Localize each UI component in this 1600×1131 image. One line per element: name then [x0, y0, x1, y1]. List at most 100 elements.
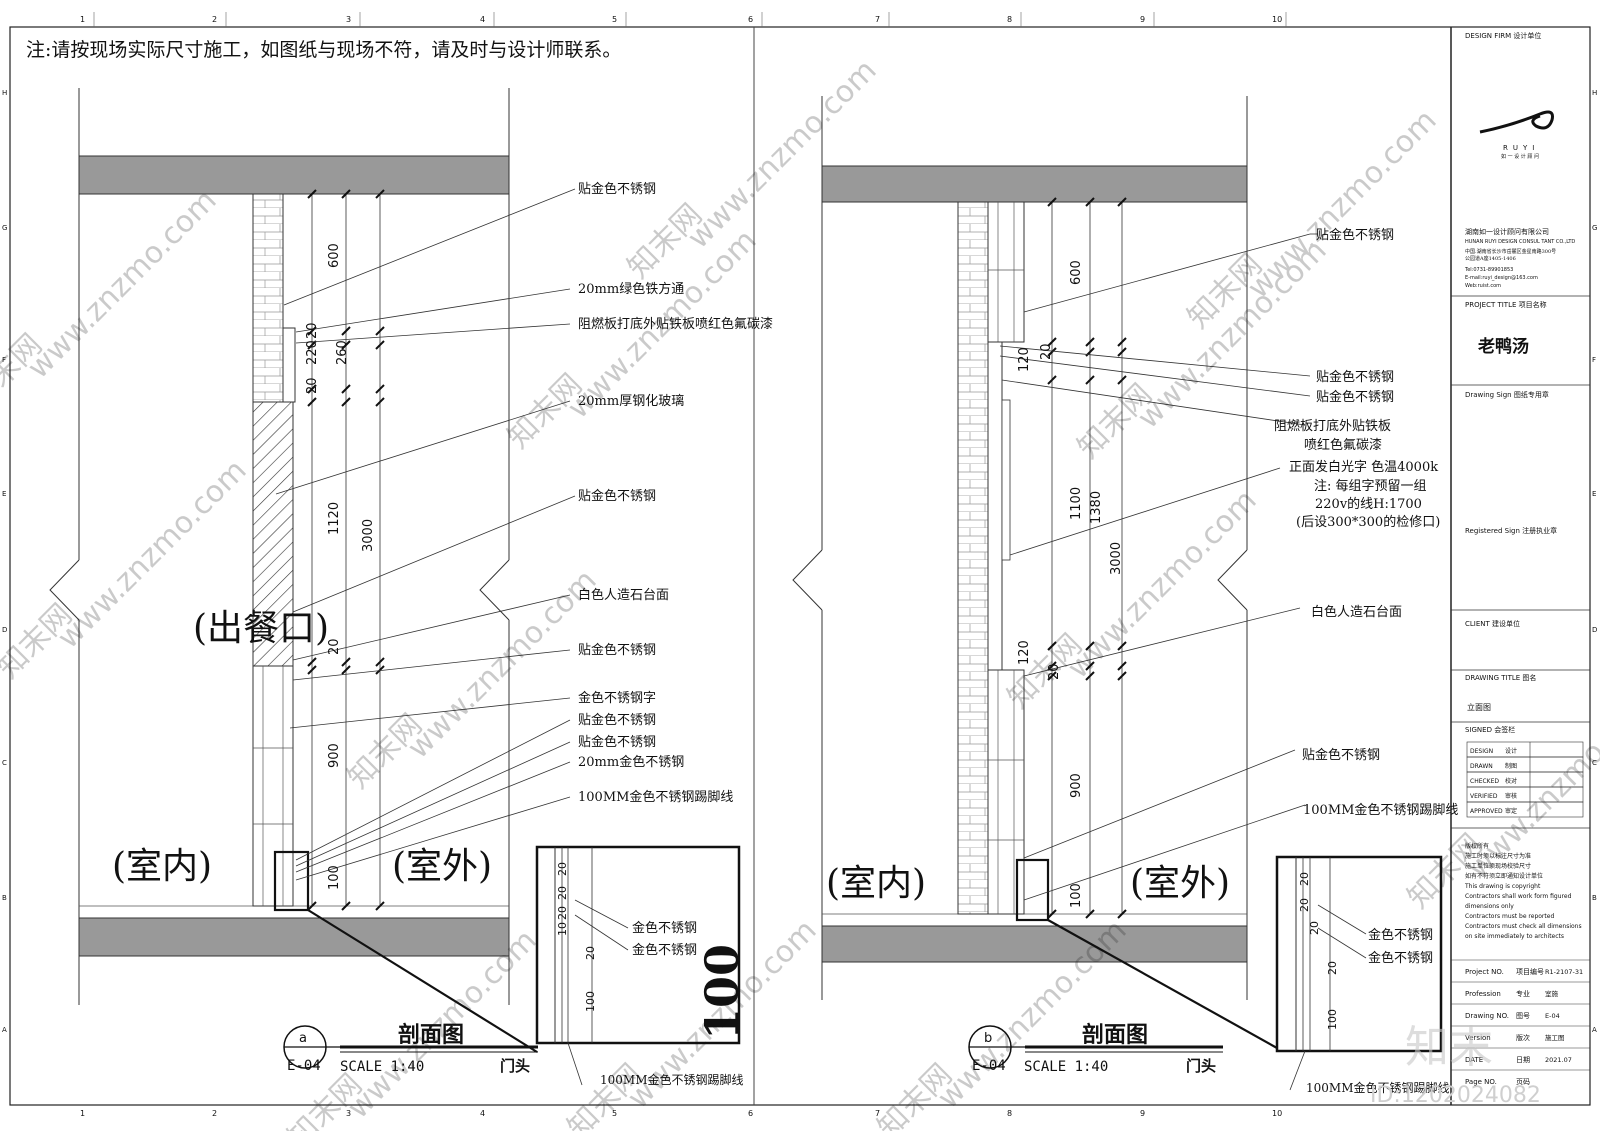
floor-slab-b	[821, 925, 1248, 963]
detail-dim-b-0: 20	[1298, 872, 1311, 886]
sign-row-en-4: APPROVED	[1470, 808, 1503, 815]
outdoor-label: (室外)	[392, 846, 492, 887]
info-cn-4: 日期	[1516, 1056, 1530, 1064]
ceiling-slab-b	[821, 165, 1248, 203]
section-scale-a: SCALE 1:40	[340, 1059, 424, 1075]
company-en: HUNAN RUYI DESIGN CONSUL TANT CO.,LTD	[1465, 239, 1575, 245]
grid-row-right-D: D	[1592, 626, 1597, 634]
dim-a-1: 20	[305, 322, 320, 339]
detail-big-dim: 100	[695, 944, 749, 1040]
callout-a-0: 贴金色不锈钢	[578, 181, 656, 197]
sign-row-en-1: DRAWN	[1470, 763, 1493, 770]
callout-b-8: (后设300*300的检修口)	[1296, 514, 1440, 530]
section-title-a: 剖面图	[398, 1022, 464, 1048]
section-sheet-a: E-04	[287, 1058, 321, 1074]
counter-base	[252, 665, 294, 907]
sign-row-cn-3: 审核	[1505, 792, 1517, 800]
callout-b-11: 100MM金色不锈钢踢脚线	[1303, 802, 1458, 818]
callout-a-8: 贴金色不锈钢	[578, 712, 656, 728]
project-name: 老鸭汤	[1477, 336, 1529, 357]
detail-dim-b-4: 100	[1326, 1009, 1339, 1030]
callout-b-2: 贴金色不锈钢	[1316, 389, 1394, 405]
grid-col-3: 3	[346, 15, 351, 24]
sign-row-cn-2: 校对	[1505, 777, 1517, 785]
info-val-4: 2021.07	[1545, 1056, 1572, 1064]
dim-a-0: 600	[327, 243, 342, 268]
drawing-title: 立面图	[1467, 702, 1491, 712]
client-label: CLIENT 建设单位	[1465, 619, 1520, 628]
tb-note-8: Contractors must check all dimensions	[1465, 923, 1582, 930]
tb-note-1: 施工时须以标注尺寸为准	[1465, 852, 1531, 860]
grid-col-9: 9	[1140, 15, 1145, 24]
section-scale-b: SCALE 1:40	[1024, 1059, 1108, 1075]
detail-dim-a-1: 20	[556, 886, 569, 900]
brick-wall	[252, 193, 284, 403]
corner-logo-watermark: 知末	[1405, 1022, 1493, 1073]
callout-a-6: 贴金色不锈钢	[578, 642, 656, 658]
brand-watermark: 知末网	[561, 1057, 649, 1131]
dim-a-8: 900	[327, 743, 342, 768]
callout-a-1: 20mm绿色铁方通	[578, 281, 684, 297]
tb-note-2: 施工单位须现场校验尺寸	[1465, 862, 1531, 870]
grid-col-bottom-1: 1	[80, 1109, 85, 1118]
drawing-title-label: DRAWING TITLE 图名	[1465, 673, 1536, 682]
grid-col-bottom-7: 7	[875, 1109, 880, 1118]
callout-b-6: 注: 每组字预留一组	[1314, 478, 1427, 494]
sign-row-en-3: VERIFIED	[1470, 793, 1498, 800]
grid-col-8: 8	[1007, 15, 1012, 24]
callout-a-3: 20mm厚钢化玻璃	[578, 394, 684, 409]
callout-a-2: 阻燃板打底外贴铁板喷红色氟碳漆	[578, 316, 773, 332]
tb-note-5: Contractors shall work form figured	[1465, 893, 1572, 900]
company-cn: 湖南如一设计顾问有限公司	[1465, 227, 1549, 236]
site-watermark: www.znzmo.com	[681, 53, 884, 256]
info-val-2: E-04	[1545, 1012, 1560, 1020]
info-en-1: Profession	[1465, 990, 1501, 998]
registered-sign-label: Registered Sign 注册执业章	[1465, 526, 1557, 535]
outdoor-label-b: (室外)	[1130, 863, 1230, 904]
tb-note-7: Contractors must be reported	[1465, 913, 1554, 920]
info-val-0: R1-2107-31	[1545, 968, 1583, 976]
grid-row-right-F: F	[1592, 356, 1596, 364]
title-block: DESIGN FIRM 设计单位 RUYI 如 一 设 计 顾 问 湖南如一设计…	[1451, 31, 1590, 1086]
grid-col-bottom-2: 2	[212, 1109, 217, 1118]
web: Web:ruist.com	[1465, 283, 1501, 289]
grid-col-bottom-5: 5	[612, 1109, 617, 1118]
section-subject-b: 门头	[1186, 1057, 1216, 1075]
tb-note-9: on site immediately to architects	[1465, 933, 1564, 940]
detail-bottom-note-b: 100MM金色不锈钢踢脚线	[1306, 1080, 1449, 1095]
brick-wall-b	[957, 201, 989, 915]
grid-col-bottom-10: 10	[1272, 1109, 1282, 1118]
address-1: 中国.湖南省长沙市岳麓区金星南路300号	[1465, 248, 1556, 255]
detail-dim-b-3: 20	[1326, 961, 1339, 975]
ceiling-slab	[78, 155, 510, 195]
floor-slab	[78, 917, 510, 957]
detail-marker-b	[1015, 858, 1050, 922]
site-watermark: www.znzmo.com	[21, 183, 224, 386]
dim-a-6: 3000	[361, 519, 376, 552]
detail-bottom-note-a: 100MM金色不锈钢踢脚线	[600, 1072, 743, 1087]
info-en-5: Page NO.	[1465, 1078, 1497, 1086]
drawing-sign-label: Drawing Sign 图纸专用章	[1465, 390, 1549, 399]
dim-a-7: 20	[327, 638, 342, 655]
grid-col-bottom-8: 8	[1007, 1109, 1012, 1118]
sign-row-cn-1: 制图	[1505, 762, 1517, 770]
callout-b-4: 喷红色氟碳漆	[1304, 437, 1382, 453]
dim-a-5: 1120	[327, 502, 342, 535]
info-en-2: Drawing NO.	[1465, 1012, 1509, 1020]
grid-col-bottom-4: 4	[480, 1109, 485, 1118]
site-watermark: www.znzmo.com	[1241, 103, 1444, 306]
design-firm-label: DESIGN FIRM 设计单位	[1465, 31, 1541, 40]
info-cn-5: 页码	[1516, 1078, 1530, 1086]
grid-row-right-B: B	[1592, 894, 1597, 902]
callout-b-7: 220v的线H:1700	[1315, 496, 1422, 512]
sign-row-en-2: CHECKED	[1470, 778, 1499, 785]
tb-note-0: 版权所有	[1465, 842, 1489, 850]
address-2: 公园道A座1405-1406	[1465, 255, 1516, 262]
logo-sub: 如 一 设 计 顾 问	[1501, 153, 1539, 160]
callout-b-1: 贴金色不锈钢	[1316, 369, 1394, 385]
callout-a-7: 金色不锈钢字	[578, 690, 656, 706]
callout-b-5: 正面发白光字 色温4000k	[1289, 459, 1438, 475]
sheet-frame	[9, 26, 1591, 1106]
detail-marker	[273, 850, 310, 912]
